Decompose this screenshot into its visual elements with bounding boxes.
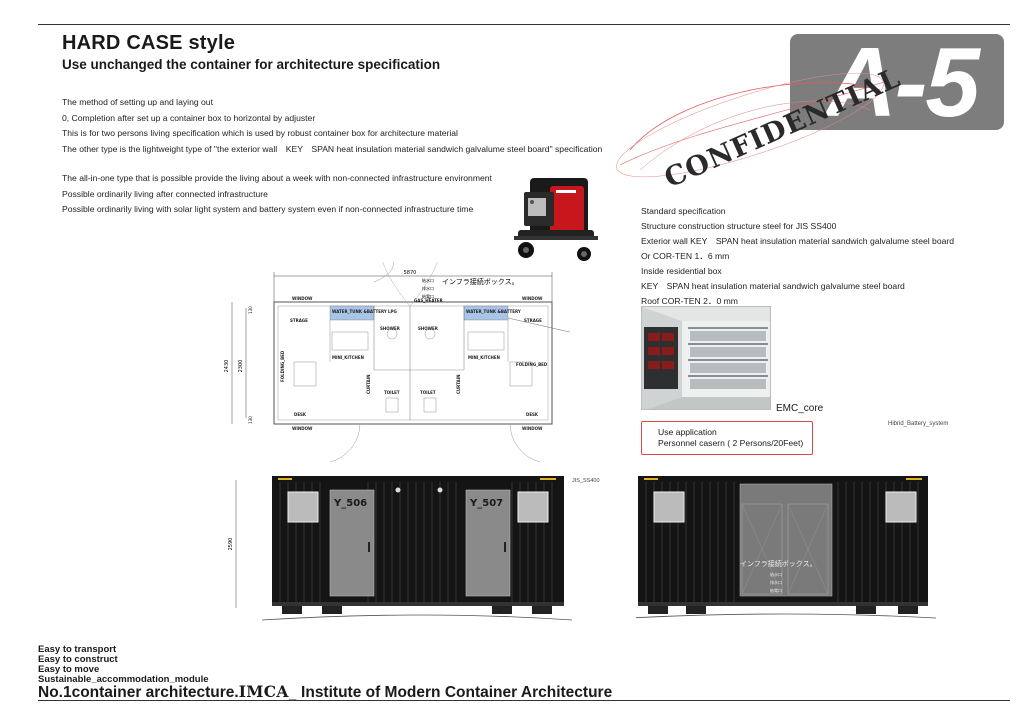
room-label: WINDOW — [292, 296, 313, 301]
feature-line: Possible ordinarily living with solar li… — [62, 204, 474, 214]
spec-line: Roof COR-TEN 2．0 mm — [641, 296, 738, 306]
room-label: CURTAIN — [366, 375, 371, 394]
room-label: MINI_KITCHEN — [332, 355, 364, 360]
intro-line: 0, Completion after set up a container b… — [62, 112, 316, 123]
page-subtitle: Use unchanged the container for architec… — [62, 57, 441, 72]
room-label: DESK — [526, 412, 539, 417]
room-label: WATER_TUNK &BATTERY — [466, 309, 521, 314]
spec-line: KEY SPAN heat insulation material sandwi… — [641, 281, 905, 291]
plug-label: 排水口 — [770, 579, 782, 585]
elevation-right: インフラ接続ボックス。 給水口 排水口 給電口 — [636, 476, 937, 619]
footer-imca: IMCA_ — [238, 682, 297, 701]
room-label: TOILET — [384, 390, 400, 395]
plug-label: 給水口 — [770, 571, 782, 577]
bottom-rule — [38, 700, 1010, 701]
intro-line: The method of setting up and laying out — [62, 97, 213, 107]
feature-line: The all-in-one type that is possible pro… — [62, 173, 492, 183]
intro-line: The other type is the lightweight type o… — [62, 143, 603, 154]
room-label: FOLDING_BED — [516, 362, 548, 367]
infra-box-label-elevation: インフラ接続ボックス。 — [740, 559, 817, 568]
hibrid-label: Hibrid_Battery_system — [888, 421, 949, 427]
room-label: TOILET — [420, 390, 436, 395]
room-label: WINDOW — [292, 426, 313, 431]
tagline: Easy to move — [38, 664, 100, 675]
dim-small-top: 130 — [248, 306, 253, 314]
tagline: Easy to transport — [38, 644, 117, 655]
use-application-box: Use application Personnel casern ( 2 Per… — [641, 421, 813, 455]
door-label-left: Y_506 — [333, 498, 367, 509]
spec-line: Exterior wall KEY SPAN heat insulation m… — [641, 236, 955, 246]
room-label: STRAGE — [524, 318, 542, 323]
dim-height: 2430 — [224, 360, 230, 373]
room-label: WINDOW — [522, 426, 543, 431]
room-label: STRAGE — [290, 318, 308, 323]
page-title: HARD CASE style — [62, 32, 236, 54]
battery-room-photo — [641, 306, 771, 410]
height-dim: 2590 — [228, 538, 234, 551]
spec-line: Or COR-TEN 1．6 mm — [641, 251, 730, 261]
door-label-right: Y_507 — [469, 498, 503, 509]
room-label: MINI_KITCHEN — [468, 355, 500, 360]
tagline: Sustainable_accommodation_module — [38, 674, 209, 685]
intro-text: The method of setting up and laying out … — [62, 95, 602, 157]
elevation-left: 2590 Y_506 Y_507 — [228, 476, 573, 621]
room-label: LPG — [388, 309, 397, 314]
footer-institute: Institute of Modern Container Architectu… — [296, 684, 613, 701]
footer-brand-text: No.1container architecture. — [38, 684, 239, 701]
generator-image — [514, 178, 598, 261]
application-label: Use application — [658, 427, 717, 437]
dim-inner: 2300 — [238, 360, 244, 373]
room-label: SHOWER — [380, 326, 400, 331]
intro-line: This is for two persons living specifica… — [62, 128, 458, 138]
stamp-sketch-lines — [616, 72, 891, 178]
application-value: Personnel casern ( 2 Persons/20Feet) — [658, 438, 804, 448]
features-text: The all-in-one type that is possible pro… — [62, 171, 492, 218]
spec-line: Structure construction structure steel f… — [641, 221, 837, 231]
dim-total: 5870 — [404, 270, 417, 276]
plug-label: 排水口 — [422, 285, 434, 291]
standard-spec: Standard specification Structure constru… — [641, 204, 954, 309]
photo-caption: EMC_core — [776, 403, 824, 414]
infra-box-label: インフラ接続ボックス。 — [442, 277, 519, 286]
floor-plan: 5870 2430 2300 130 130 WINDOW WINDOW STR… — [224, 262, 570, 463]
taglines: Easy to transport Easy to construct Easy… — [38, 645, 209, 685]
feature-line: Possible ordinarily living after connect… — [62, 188, 268, 199]
spec-line: Inside residential box — [641, 266, 722, 276]
sheet-badge — [790, 34, 1004, 130]
room-label: CURTAIN — [456, 375, 461, 394]
room-label: SHOWER — [418, 326, 438, 331]
footer-brand: No.1container architecture.IMCA_ Institu… — [38, 682, 612, 702]
top-rule — [38, 24, 1010, 25]
spec-line: Standard specification — [641, 206, 726, 216]
tagline: Easy to construct — [38, 654, 118, 665]
plug-label: 給水口 — [422, 277, 434, 283]
room-label: WINDOW — [522, 296, 543, 301]
dim-small-bottom: 130 — [248, 416, 253, 424]
sheet-code: A-5 — [826, 27, 980, 137]
room-label: FOLDING_BED — [280, 350, 285, 382]
jis-label: JIS_SS400 — [572, 478, 600, 484]
plug-label: 給電口 — [770, 587, 782, 593]
room-label: DESK — [294, 412, 307, 417]
plug-label: 給電口 — [422, 293, 434, 299]
room-label: WATER_TUNK &BATTERY — [332, 309, 387, 314]
room-label: GAS_HEATER — [414, 298, 443, 303]
